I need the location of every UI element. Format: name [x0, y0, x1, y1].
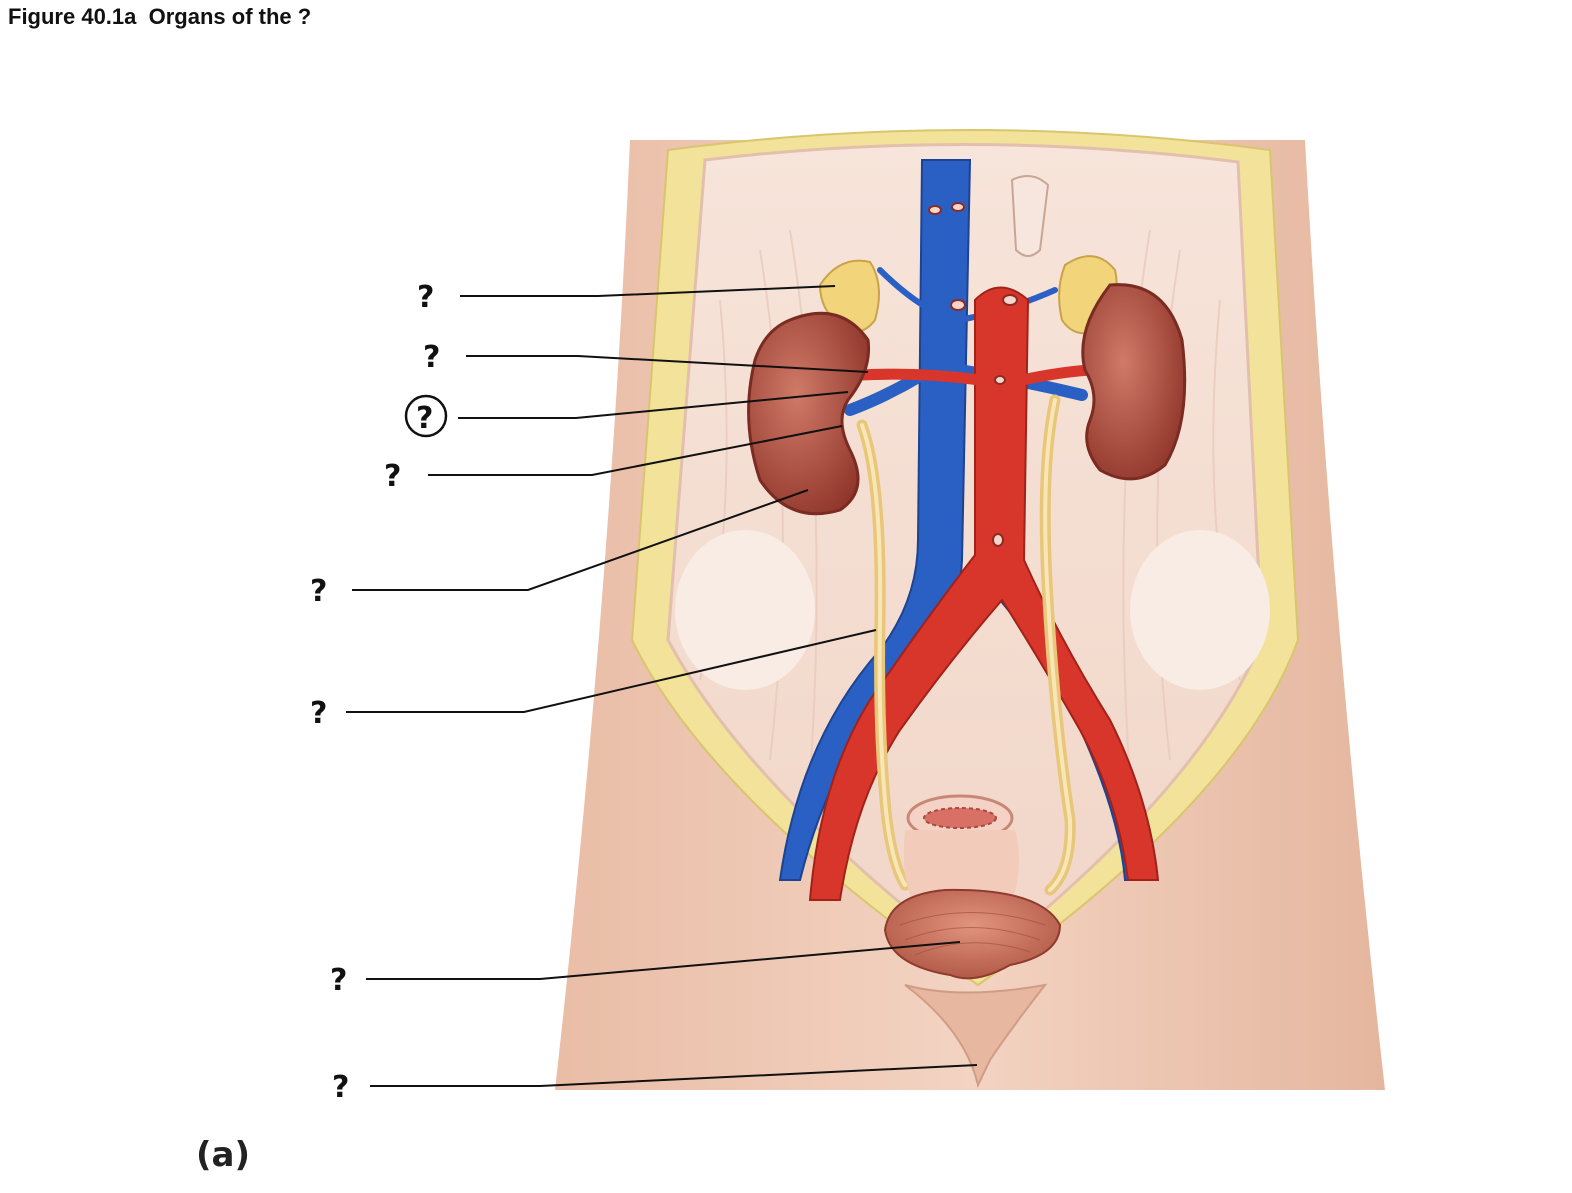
circled-callout-ring [404, 394, 448, 438]
panel-label: (a) [196, 1135, 250, 1175]
callout-renal-artery: ? [423, 340, 440, 375]
rectum-lumen [923, 807, 997, 829]
abdominal-aorta [808, 286, 1160, 901]
esophagus [1010, 175, 1050, 257]
leader-line-bladder [366, 941, 961, 980]
bladder-striations [899, 912, 1046, 956]
callout-urinary-bladder: ? [330, 963, 347, 998]
leader-line-urethra [370, 1064, 978, 1087]
leader-line-hilum [428, 425, 843, 476]
leader-line-kidney [352, 489, 809, 591]
callout-renal-hilum: ? [384, 459, 401, 494]
leader-line-adrenal [460, 285, 836, 297]
leader-line-renal-vein [458, 391, 849, 419]
urinary-bladder [883, 888, 1062, 980]
callout-renal-vein: ? [416, 401, 433, 436]
callout-kidney: ? [310, 574, 327, 609]
callout-ureter: ? [310, 696, 327, 731]
callout-adrenal-gland: ? [417, 280, 434, 315]
iliac-right [1130, 530, 1270, 690]
vessel-openings [928, 202, 1018, 547]
iliac-left [675, 530, 815, 690]
uterus-fold [903, 830, 1019, 905]
figure-title: Figure 40.1a Organs of the ? [8, 4, 312, 29]
leader-line-renal-artery [466, 355, 869, 373]
ureters-highlight [860, 398, 1073, 892]
urethra [904, 983, 1048, 1088]
kidney-right [1081, 283, 1187, 481]
leader-line-ureter [346, 629, 877, 713]
kidney-left [747, 311, 871, 516]
callout-urethra: ? [332, 1070, 349, 1105]
